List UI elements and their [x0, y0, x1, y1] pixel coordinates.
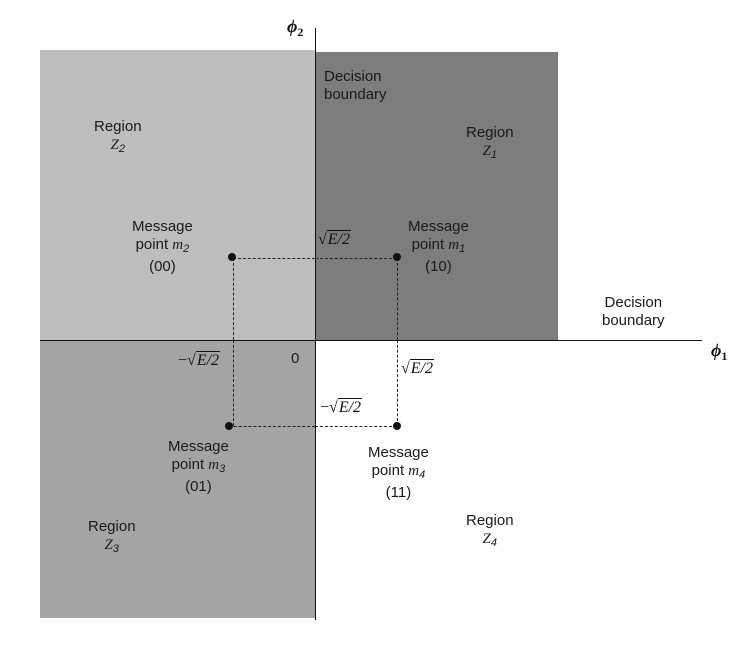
- region-z1-label: Region Z1: [466, 124, 514, 161]
- region-z1-fill: [315, 52, 558, 340]
- distance-label-upper-sqrt: √E/2: [318, 230, 351, 248]
- m1-horizontal-projection: [315, 258, 397, 259]
- message-point-m2-label: Message point m2 (00): [132, 218, 193, 275]
- phi1-axis-label: ϕ1: [711, 340, 728, 363]
- message-point-m3-dot: [225, 422, 233, 430]
- m3-vertical-projection: [233, 340, 234, 426]
- phi1-axis: [40, 340, 702, 341]
- m2-horizontal-projection: [233, 258, 315, 259]
- m1-vertical-projection: [397, 258, 398, 340]
- message-point-m4-label: Message point m4 (11): [368, 444, 429, 501]
- region-z4-label: Region Z4: [466, 512, 514, 549]
- region-z3-label: Region Z3: [88, 518, 136, 555]
- origin-label: 0: [291, 350, 300, 367]
- distance-label-right-sqrt: √E/2: [401, 359, 434, 377]
- distance-label-lower-neg-sqrt: −√E/2: [320, 398, 363, 416]
- m4-horizontal-projection: [315, 426, 397, 427]
- message-point-m1-label: Message point m1 (10): [408, 218, 469, 275]
- phi2-axis: [315, 28, 316, 620]
- message-point-m1-dot: [393, 253, 401, 261]
- phi2-axis-label: ϕ2: [287, 16, 304, 39]
- message-point-m3-label: Message point m3 (01): [168, 438, 229, 495]
- m4-vertical-projection: [397, 340, 398, 426]
- region-z2-label: Region Z2: [94, 118, 142, 155]
- horizontal-decision-boundary-label: Decision boundary: [602, 294, 665, 329]
- region-z2-fill: [40, 50, 315, 340]
- m3-horizontal-projection: [229, 426, 315, 427]
- region-z3-fill: [40, 340, 315, 618]
- vertical-decision-boundary-label: Decision boundary: [324, 68, 387, 103]
- message-point-m4-dot: [393, 422, 401, 430]
- m2-vertical-projection: [233, 258, 234, 340]
- message-point-m2-dot: [228, 253, 236, 261]
- distance-label-left-neg-sqrt: −√E/2: [178, 351, 221, 369]
